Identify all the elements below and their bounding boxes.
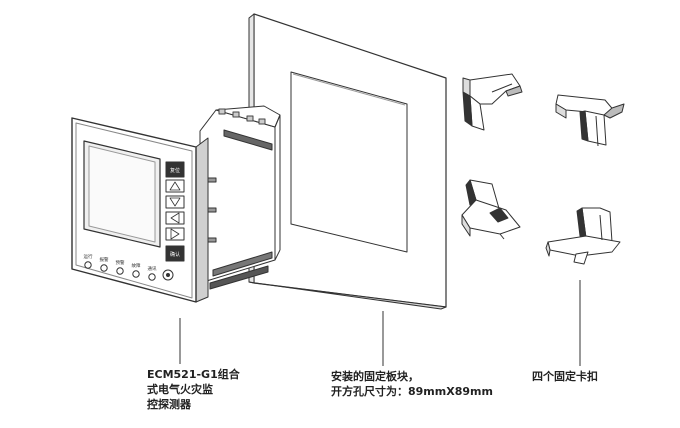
- panel-caption-line-1: 安装的固定板块，: [331, 370, 419, 383]
- mounting-plate: [248, 13, 447, 310]
- device-caption: ECM521-G1组合 式电气火灾监 控探测器: [147, 367, 240, 412]
- indicator-label-fault: 故障: [132, 262, 141, 269]
- indicator-label-prealarm: 预警: [116, 259, 125, 266]
- indicator-label-alarm: 报警: [100, 256, 109, 263]
- clips-caption: 四个固定卡扣: [532, 369, 598, 384]
- right-arrow-key-icon: [170, 228, 180, 240]
- mounting-clip-1: [462, 73, 523, 131]
- device-keypad: [165, 161, 185, 262]
- mounting-clip-4: [545, 207, 621, 265]
- device-confirm-button-label: 确认: [170, 251, 180, 258]
- device-caption-line-2: 式电气火灾监: [147, 383, 213, 396]
- down-arrow-key-icon: [169, 197, 181, 207]
- left-arrow-key-icon: [170, 212, 180, 224]
- mounting-clip-2: [555, 94, 625, 147]
- indicator-label-comm: 通讯: [148, 265, 157, 272]
- device-indicator-leds: [84, 261, 156, 281]
- up-arrow-key-icon: [169, 181, 181, 191]
- plate-square-cutout: [290, 71, 408, 253]
- device-logo-icon: [162, 269, 174, 281]
- mounting-clip-3: [461, 179, 521, 240]
- panel-caption: 安装的固定板块， 开方孔尺寸为：89mmX89mm: [331, 369, 493, 399]
- indicator-label-run: 运行: [84, 253, 93, 260]
- device-reset-button-label: 复位: [170, 167, 180, 174]
- device-caption-line-3: 控探测器: [147, 398, 191, 411]
- device-meter: [71, 105, 281, 303]
- clips-caption-line-1: 四个固定卡扣: [532, 370, 598, 383]
- device-caption-line-1: ECM521-G1组合: [147, 368, 240, 381]
- panel-caption-line-2: 开方孔尺寸为：89mmX89mm: [331, 385, 493, 398]
